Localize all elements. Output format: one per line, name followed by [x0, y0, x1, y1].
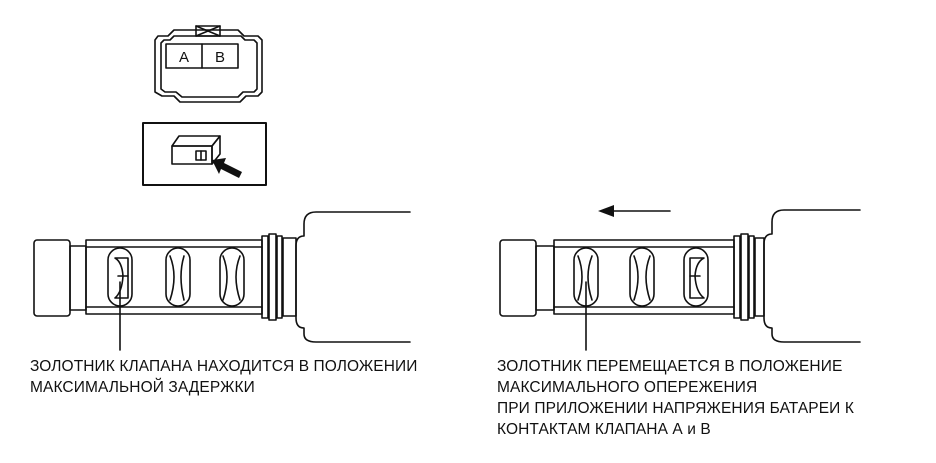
caption-line: КОНТАКТАМ КЛАПАНА А и В	[497, 421, 711, 438]
spool-body	[553, 239, 735, 315]
caption-line: ЗОЛОТНИК КЛАПАНА НАХОДИТСЯ В ПОЛОЖЕНИИ	[30, 358, 418, 375]
solenoid-housing	[763, 209, 861, 343]
connector-face-view: A B	[154, 25, 263, 103]
insertion-arrow-icon	[212, 158, 242, 178]
connector-view-box	[142, 122, 267, 186]
caption-max-advance: ЗОЛОТНИК ПЕРЕМЕЩАЕТСЯ В ПОЛОЖЕНИЕ МАКСИМ…	[497, 356, 854, 440]
valve-port-3	[219, 247, 245, 307]
valve-port-2	[629, 247, 655, 307]
valve-max-delay	[33, 211, 411, 351]
caption-line: ЗОЛОТНИК ПЕРЕМЕЩАЕТСЯ В ПОЛОЖЕНИЕ	[497, 358, 843, 375]
caption-line: МАКСИМАЛЬНОЙ ЗАДЕРЖКИ	[30, 379, 255, 396]
connector-block-icon	[171, 135, 221, 165]
caption-line: МАКСИМАЛЬНОГО ОПЕРЕЖЕНИЯ	[497, 379, 758, 396]
valve-port-3	[683, 247, 709, 307]
valve-max-advance	[499, 205, 861, 351]
left-arrow-icon	[598, 205, 614, 217]
valve-end-cap	[33, 239, 71, 317]
caption-max-delay: ЗОЛОТНИК КЛАПАНА НАХОДИТСЯ В ПОЛОЖЕНИИ М…	[30, 356, 417, 398]
pin-b-label: B	[215, 49, 225, 66]
pin-a-label: A	[179, 49, 189, 66]
caption-line: ПРИ ПРИЛОЖЕНИИ НАПРЯЖЕНИЯ БАТАРЕИ К	[497, 400, 854, 417]
valve-end-cap	[499, 239, 537, 317]
connector-lock-tab	[195, 25, 221, 37]
valve-port-2	[165, 247, 191, 307]
solenoid-housing	[295, 211, 411, 343]
